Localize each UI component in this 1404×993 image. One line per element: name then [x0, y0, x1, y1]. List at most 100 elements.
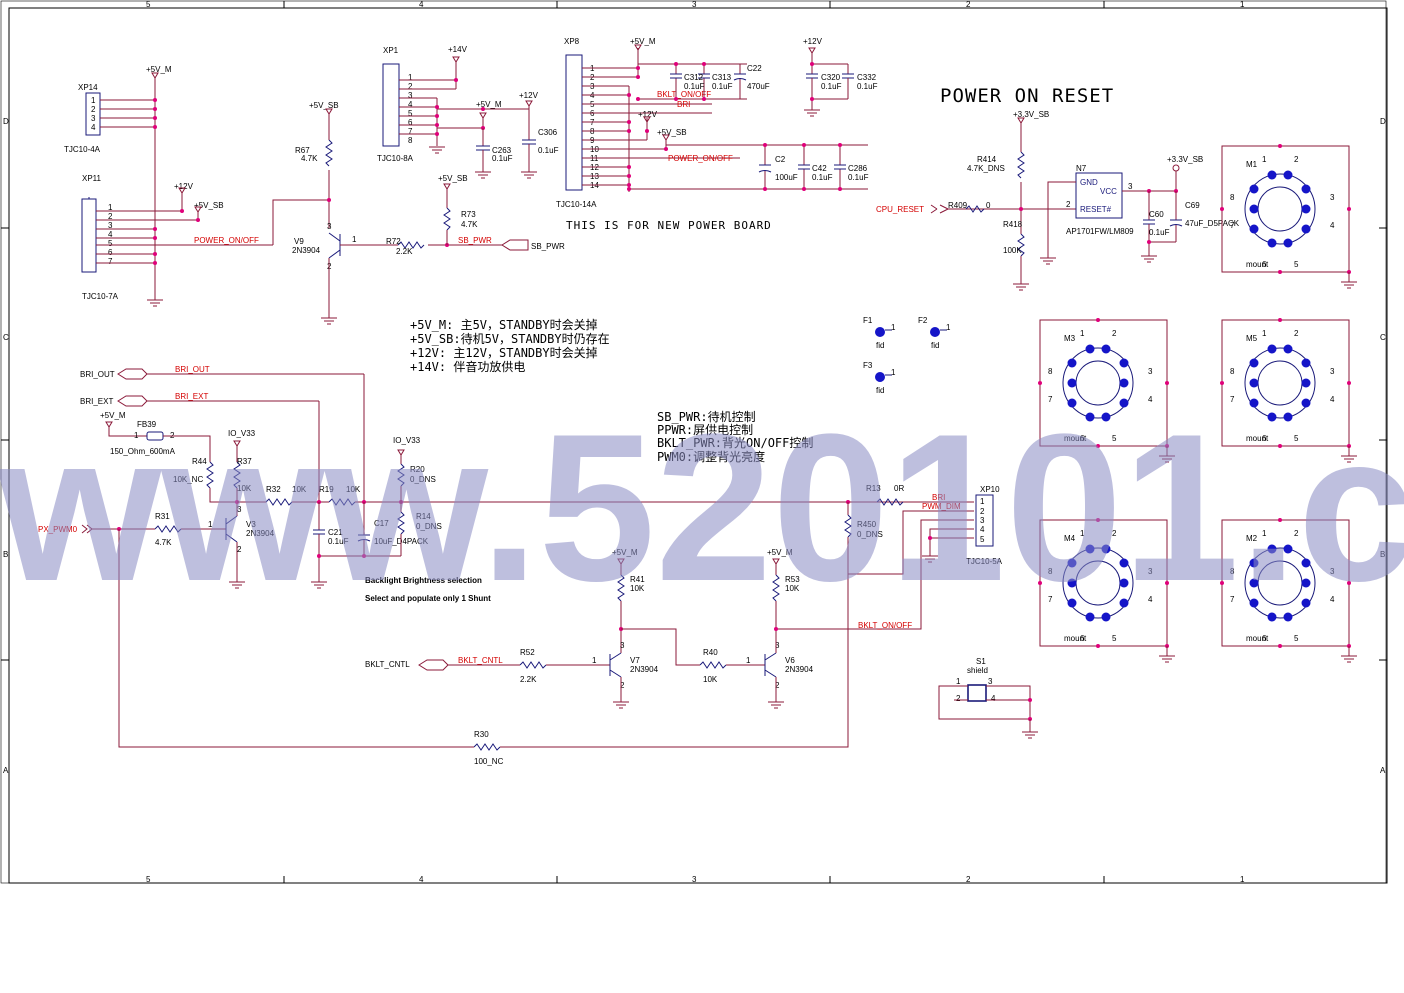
pin-number: 4: [1148, 395, 1153, 404]
ref-label: R14: [416, 512, 431, 521]
zone-label-right: B: [1380, 550, 1385, 559]
pin-name: VCC: [1100, 187, 1117, 196]
ref-label: V7: [630, 656, 640, 665]
ref-label: C313: [712, 73, 732, 82]
note-line: SB_PWR:待机控制: [657, 410, 756, 424]
net-label: BKLT_ON/OFF: [858, 621, 912, 630]
value-label: mount: [1064, 434, 1087, 443]
zone-label-bottom: 5: [146, 875, 151, 884]
pin-name: RESET#: [1080, 205, 1112, 214]
ref-label: XP10: [980, 485, 1000, 494]
mount-pad: [1301, 224, 1311, 234]
value-label: 4.7K_DNS: [967, 164, 1005, 173]
value-label: 0.1uF: [712, 82, 733, 91]
pin-number: 3: [620, 641, 625, 650]
zone-label-top: 1: [1240, 0, 1245, 9]
mount-pad: [1267, 412, 1277, 422]
value-label: mount: [1064, 634, 1087, 643]
value-label: 150_Ohm_600mA: [110, 447, 176, 456]
pin-number: 2: [1066, 200, 1071, 209]
pin-number: 7: [1230, 595, 1235, 604]
pin-number: 3: [408, 91, 413, 100]
connector-xp11: XP11 1 2 3 4 5 6 7 TJC10-7A POWER_ON/OFF…: [81, 174, 273, 307]
ref-label: N7: [1076, 164, 1087, 173]
pin-number: 1: [108, 203, 113, 212]
ref-label: R52: [520, 648, 535, 657]
pin-number: 4: [1330, 595, 1335, 604]
page-title: POWER ON RESET: [940, 85, 1114, 107]
value-label: 10K: [237, 484, 252, 493]
note-line: Select and populate only 1 Shunt: [365, 594, 491, 603]
power-on-reset-circuit: +3.3V_SB R414 4.7K_DNS R409 0 CPU_RESET …: [876, 110, 1240, 291]
pin-number: 4: [91, 123, 96, 132]
mount-pad: [1249, 558, 1259, 568]
mount-pad: [1067, 378, 1077, 388]
rail-label: +5V_M: [100, 411, 126, 420]
value-label: 0.1uF: [848, 173, 869, 182]
pin-number: 1: [746, 656, 751, 665]
ref-label: XP1: [383, 46, 399, 55]
mount-pad: [1119, 578, 1129, 588]
rail-label: +5V_M: [612, 548, 638, 557]
pin-number: 1: [1262, 329, 1267, 338]
pin-number: 7: [1048, 395, 1053, 404]
mount-pad: [1301, 204, 1311, 214]
rail-label: IO_V33: [228, 429, 256, 438]
sheet-border: 5 4 3 2 1 5 4 3 2 1 D C B A D C B A: [0, 0, 1388, 884]
pin-number: 3: [1330, 367, 1335, 376]
pin-number: 7: [1230, 395, 1235, 404]
zone-label-left: B: [3, 550, 8, 559]
pin-number: 2: [408, 82, 413, 91]
pin-number: 6: [1080, 634, 1085, 643]
pin-number: 1: [891, 368, 896, 377]
value-label: 100_NC: [474, 757, 504, 766]
value-label: 0: [986, 201, 991, 210]
value-label: 4.7K: [155, 538, 172, 547]
value-label: 2N3904: [246, 529, 275, 538]
net-label: POWER_ON/OFF: [194, 236, 259, 245]
mount-pad: [1067, 398, 1077, 408]
connector-xp8: XP8 1 2 3 4 5 6 7 8 9 10 11 12 13 14 TJC…: [556, 37, 878, 209]
part-label: TJC10-8A: [377, 154, 414, 163]
rail-label: +3.3V_SB: [1013, 110, 1049, 119]
value-label: 0.1uF: [857, 82, 878, 91]
mount-pad: [1301, 184, 1311, 194]
zone-label-right: D: [1380, 117, 1386, 126]
pin-number: 8: [1230, 193, 1235, 202]
net-label: SB_PWR: [458, 236, 492, 245]
net-label: BRI_EXT: [175, 392, 208, 401]
pin-number: 6: [1080, 434, 1085, 443]
mount-pad: [1101, 612, 1111, 622]
part-label: TJC10-7A: [82, 292, 119, 301]
mount-pad: [1267, 344, 1277, 354]
net-label: BKLT_ON/OFF: [657, 90, 711, 99]
rail-label: +12V: [174, 182, 194, 191]
rail-label: +12V: [519, 91, 539, 100]
mount-pad: [1301, 558, 1311, 568]
mount-pad: [1067, 558, 1077, 568]
ref-label: C42: [812, 164, 827, 173]
pin-number: 4: [1330, 221, 1335, 230]
value-label: 4.7K: [301, 154, 318, 163]
pin-number: 5: [108, 239, 113, 248]
mount-pad: [1267, 612, 1277, 622]
mount-pad: [1249, 378, 1259, 388]
ref-label: R32: [266, 485, 281, 494]
ref-label: R19: [319, 485, 334, 494]
mount-pad: [1267, 170, 1277, 180]
pin-number: 2: [980, 507, 985, 516]
pin-number: 5: [1294, 634, 1299, 643]
mount-pad: [1283, 412, 1293, 422]
rail-label: +12V: [803, 37, 823, 46]
rail-label: +14V: [448, 45, 468, 54]
value-label: 10K: [292, 485, 307, 494]
value-label: 0_DNS: [416, 522, 442, 531]
mount-pad: [1283, 544, 1293, 554]
pin-number: 2: [1112, 329, 1117, 338]
port-label: BKLT_CNTL: [365, 660, 410, 669]
value-label: mount: [1246, 260, 1269, 269]
mount-pad: [1067, 598, 1077, 608]
value-label: 4.7K: [461, 220, 478, 229]
ref-label: C312: [684, 73, 704, 82]
